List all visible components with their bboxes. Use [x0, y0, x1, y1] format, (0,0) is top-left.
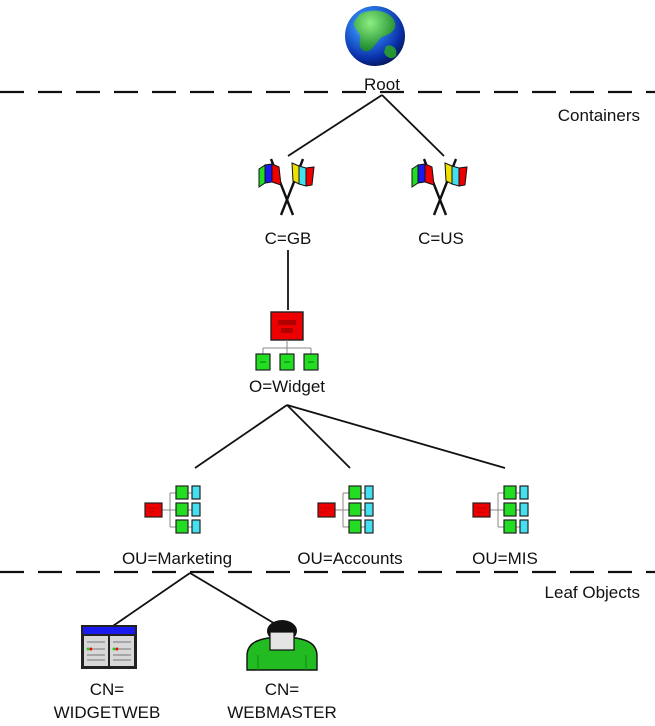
- node-label-cn-webmaster-line1: CN=: [265, 680, 300, 699]
- node-label-cn-widgetweb-line1: CN=: [90, 680, 125, 699]
- node-ou-accounts[interactable]: OU=Accounts: [297, 485, 403, 568]
- node-label-cn-webmaster-line2: WEBMASTER: [227, 703, 337, 722]
- node-label-ou-mis: OU=MIS: [472, 549, 538, 568]
- edge-root-c-gb: [287, 94, 383, 157]
- web-server-icon: [81, 625, 137, 669]
- node-o-widget[interactable]: O=Widget: [249, 311, 325, 396]
- node-root[interactable]: Root: [345, 6, 405, 94]
- org-unit-icon: [317, 485, 374, 534]
- user-icon: [246, 620, 318, 671]
- edge-o-widget-ou-mis: [286, 404, 506, 469]
- org-unit-icon: [472, 485, 529, 534]
- section-label-containers: Containers: [558, 106, 640, 125]
- node-label-root: Root: [364, 75, 400, 94]
- section-label-leaf-objects: Leaf Objects: [545, 583, 640, 602]
- globe-icon: [345, 6, 405, 66]
- node-ou-mis[interactable]: OU=MIS: [472, 485, 538, 568]
- edge-o-widget-ou-accounts: [286, 404, 351, 469]
- node-label-c-us: C=US: [418, 229, 464, 248]
- edge-ou-marketing-cn-widgetweb: [109, 572, 191, 629]
- organization-icon: [255, 311, 319, 371]
- node-label-ou-accounts: OU=Accounts: [297, 549, 402, 568]
- flags-icon: [410, 157, 469, 217]
- tree-edges: [109, 94, 506, 629]
- node-c-gb[interactable]: C=GB: [257, 157, 316, 248]
- node-cn-widgetweb[interactable]: CN= WIDGETWEB: [54, 625, 161, 722]
- org-unit-icon: [144, 485, 201, 534]
- edge-root-c-us: [381, 94, 445, 157]
- node-c-us[interactable]: C=US: [410, 157, 469, 248]
- node-label-ou-marketing: OU=Marketing: [122, 549, 232, 568]
- node-label-c-gb: C=GB: [265, 229, 312, 248]
- node-label-o-widget: O=Widget: [249, 377, 325, 396]
- node-cn-webmaster[interactable]: CN= WEBMASTER: [227, 620, 337, 722]
- edge-ou-marketing-cn-webmaster: [189, 572, 283, 629]
- edge-o-widget-ou-marketing: [194, 404, 288, 469]
- node-ou-marketing[interactable]: OU=Marketing: [122, 485, 232, 568]
- node-label-cn-widgetweb-line2: WIDGETWEB: [54, 703, 161, 722]
- flags-icon: [257, 157, 316, 217]
